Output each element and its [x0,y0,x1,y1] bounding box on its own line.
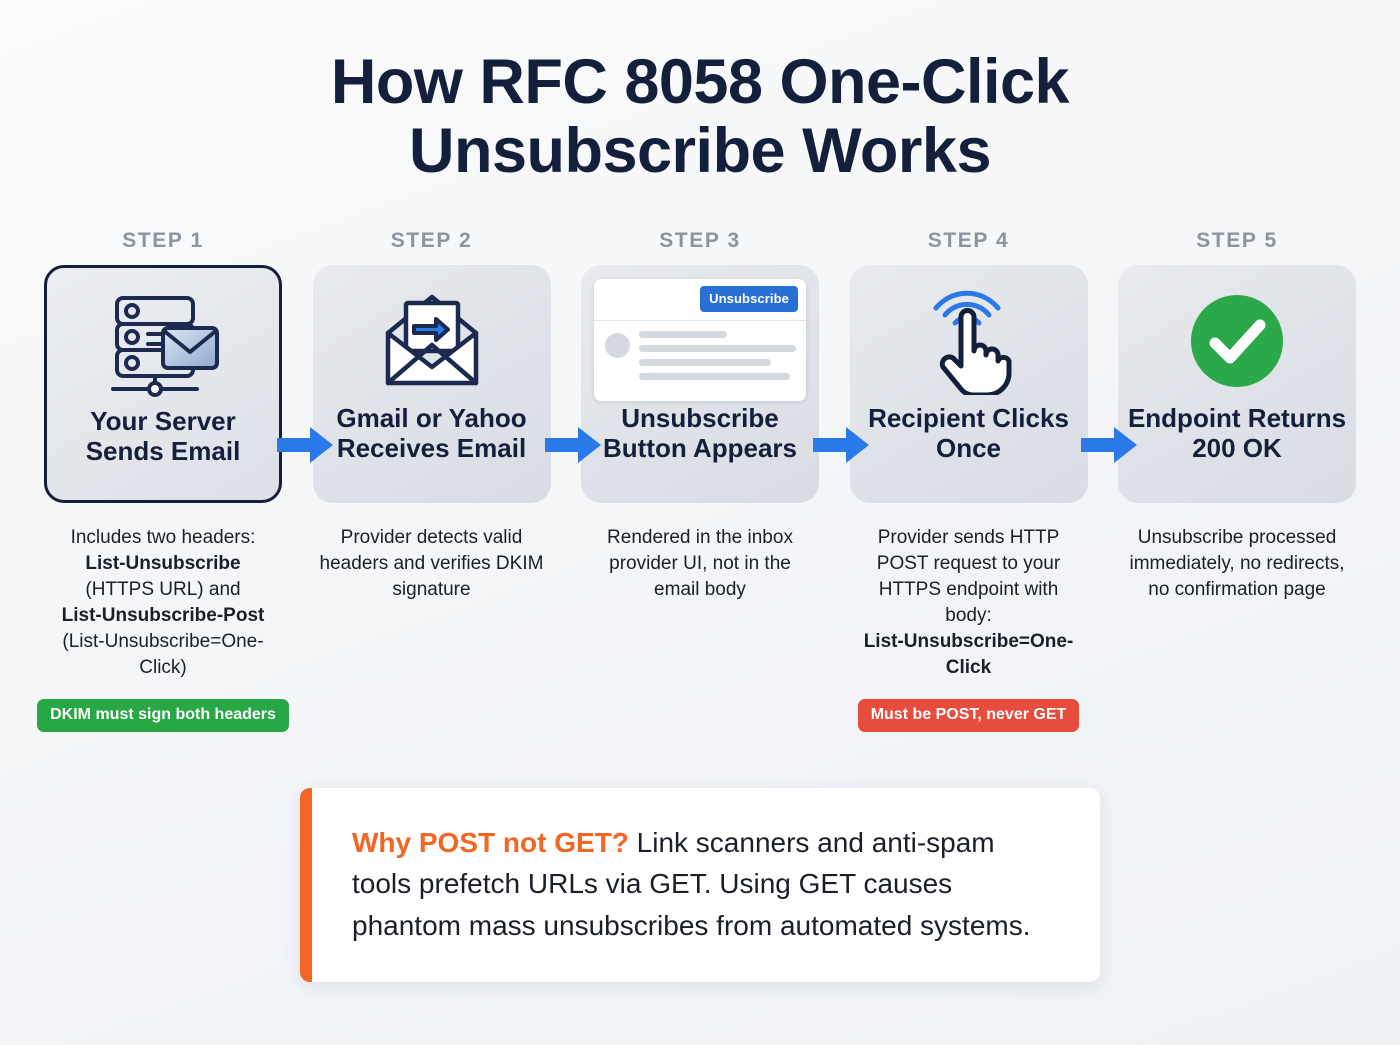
callout-lead: Why POST not GET? [352,826,629,858]
why-post-callout: Why POST not GET? Link scanners and anti… [300,787,1100,982]
placeholder-line [639,330,727,338]
step-desc-4: Provider sends HTTP POST request to your… [863,526,1074,678]
step-badge-4: Must be POST, never GET [857,698,1080,732]
inbox-unsubscribe-button-mock: Unsubscribe [594,278,806,401]
step-card-3[interactable]: Unsubscribe Unsubscribe Button Appears [581,264,819,503]
step-label-4: STEP 4 [927,228,1010,252]
step-label-5: STEP 5 [1196,228,1278,252]
step-card-4[interactable]: Recipient Clicks Once [849,264,1088,503]
placeholder-lines [639,330,796,387]
page-title: How RFC 8058 One-Click Unsubscribe Works [330,47,1070,187]
flow-arrow-3-4 [813,425,869,465]
green-check-circle-icon [1185,283,1289,399]
step-column-1: STEP 1 [37,228,289,732]
callout-wrapper: Why POST not GET? Link scanners and anti… [0,787,1400,982]
callout-body: Link scanners and anti-spam tools prefet… [352,826,1031,941]
placeholder-line [639,358,771,366]
step-label-3: STEP 3 [659,228,741,252]
inbox-mock-header: Unsubscribe [594,279,806,321]
placeholder-line [639,372,790,380]
placeholder-line [639,344,796,352]
step-label-1: STEP 1 [122,228,204,252]
inbox-mock-window: Unsubscribe [594,278,806,401]
step-card-5[interactable]: Endpoint Returns 200 OK [1118,264,1356,503]
flow-arrow-4-5 [1081,425,1137,465]
step-desc-2: Provider detects valid headers and verif… [319,526,544,600]
step-desc-5: Unsubscribe processed immediately, no re… [1129,526,1345,600]
step-column-2: STEP 2 Gmail or Yahoo Receives Email Pr [312,228,551,603]
step-label-2: STEP 2 [390,228,473,252]
step-desc-1: Includes two headers:List-Unsubscribe(HT… [61,526,265,678]
unsubscribe-button[interactable]: Unsubscribe [700,286,798,313]
step-card-2[interactable]: Gmail or Yahoo Receives Email [312,264,551,503]
step-heading-2: Gmail or Yahoo Receives Email [336,402,527,463]
flow-arrow-1-2 [277,425,333,465]
server-email-icon [101,286,225,402]
step-heading-1: Your Server Sends Email [85,405,241,466]
tap-hand-click-icon [917,283,1021,399]
steps-row: STEP 1 [0,229,1400,732]
step-heading-3: Unsubscribe Button Appears [602,402,798,463]
step-desc-3: Rendered in the inbox provider UI, not i… [607,526,793,600]
step-card-1[interactable]: Your Server Sends Email [44,264,282,503]
step-heading-4: Recipient Clicks Once [868,402,1069,463]
open-envelope-arrow-icon [374,283,490,399]
avatar [605,332,630,358]
inbox-mock-body [594,321,806,387]
step-heading-5: Endpoint Returns 200 OK [1127,402,1347,463]
flow-arrow-2-3 [545,425,601,465]
step-column-3: STEP 3 Unsubscribe [581,229,819,603]
step-badge-1: DKIM must sign both headers [37,698,289,732]
callout-text: Why POST not GET? Link scanners and anti… [352,822,1060,946]
step-column-4: STEP 4 Recipient Clicks Once Provider se… [849,228,1088,732]
step-column-5: STEP 5 Endpoint Returns 200 OK Unsubscri… [1118,229,1356,603]
